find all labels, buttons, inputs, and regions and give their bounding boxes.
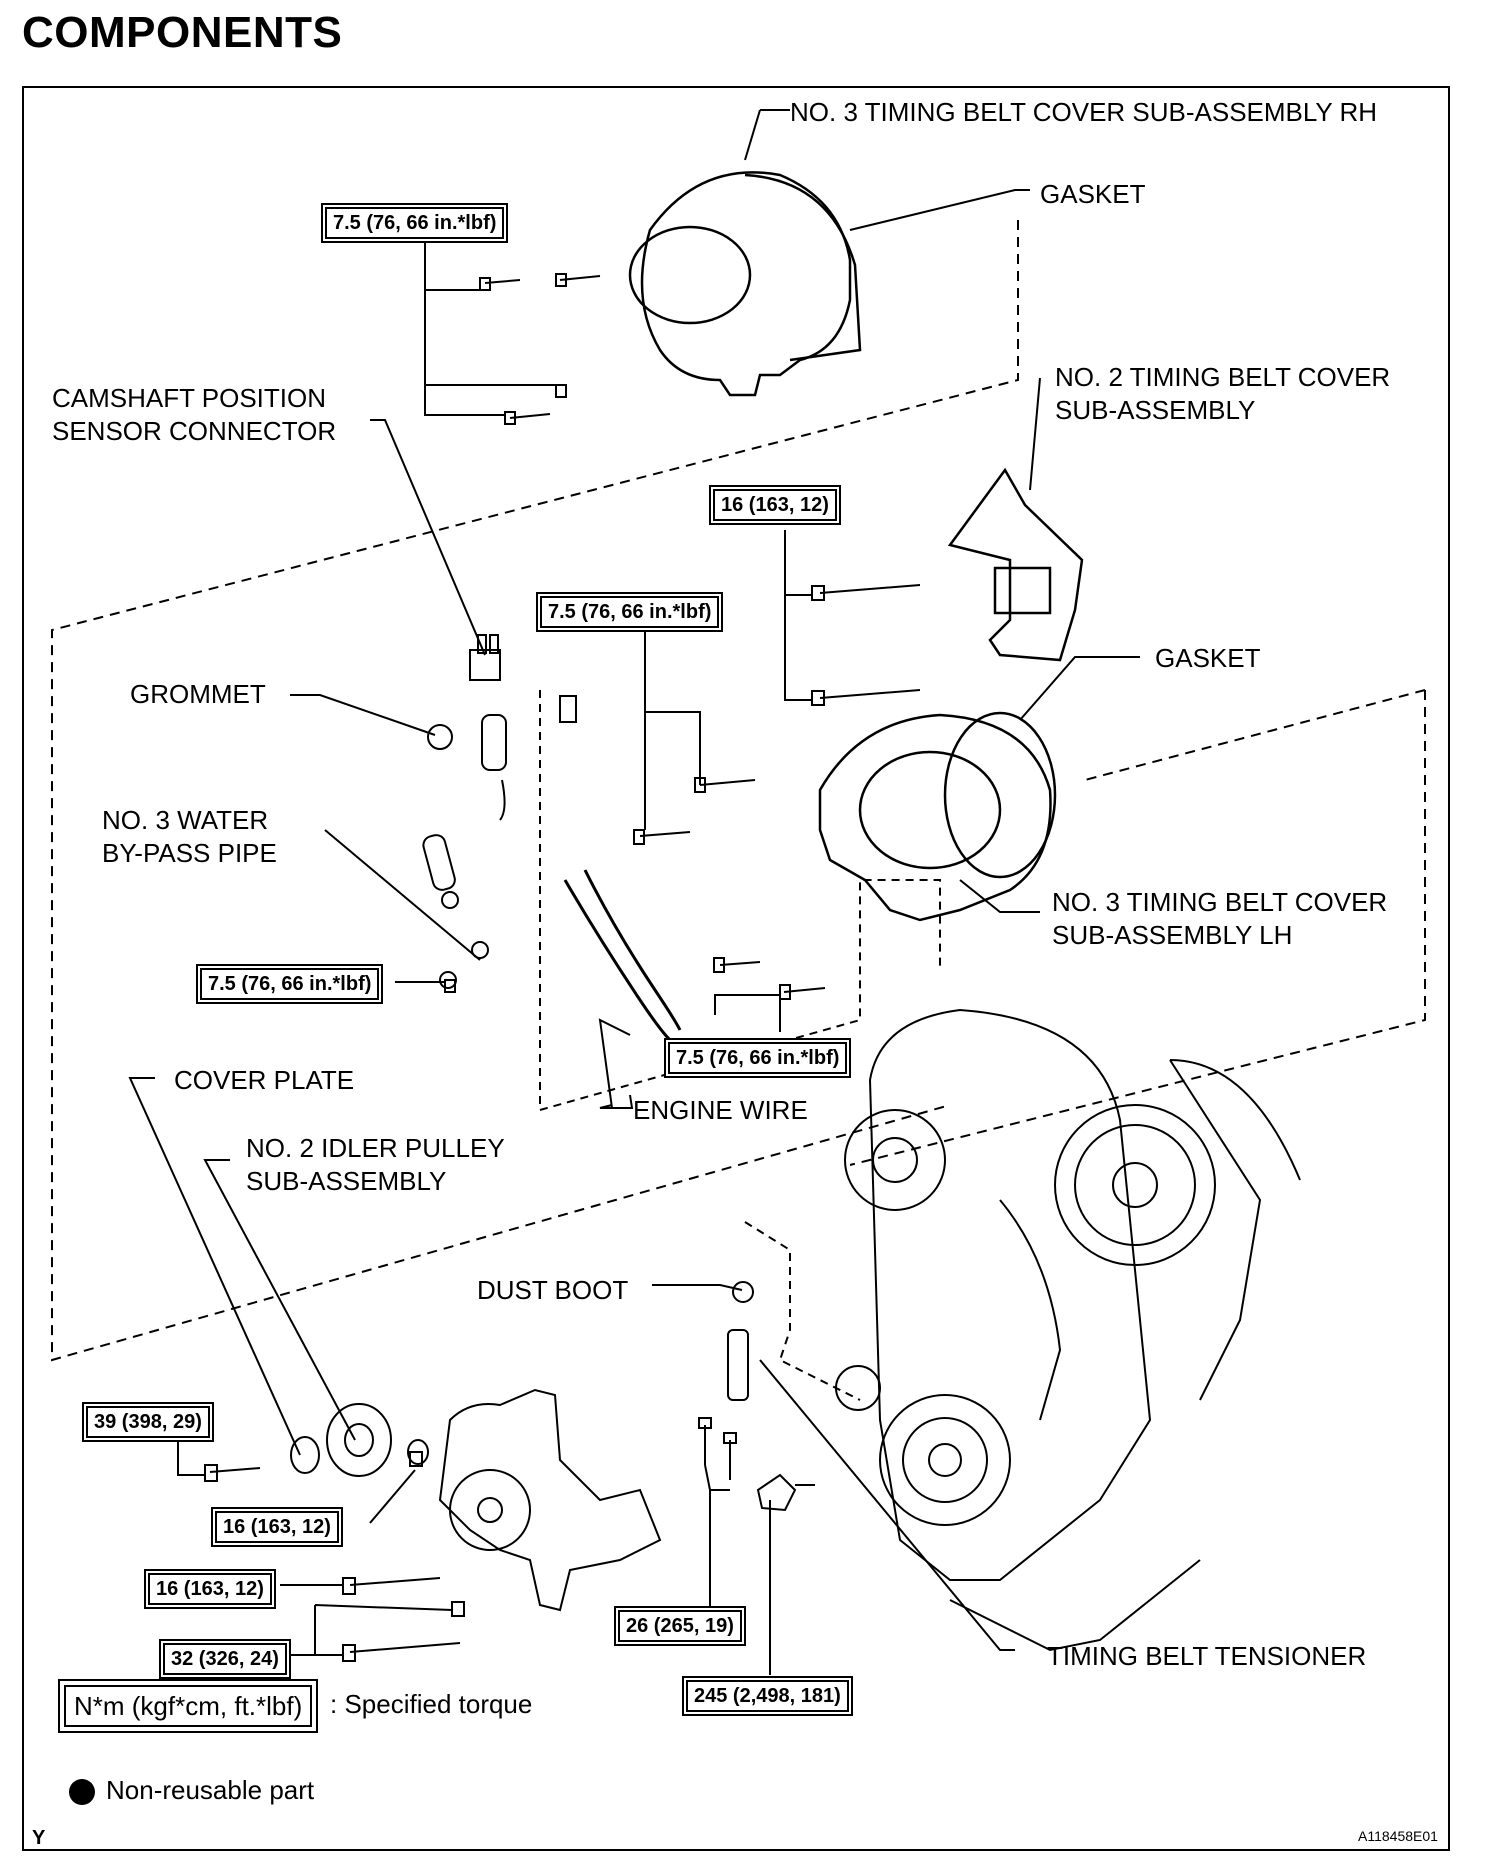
torque-spec: 7.5 (76, 66 in.*lbf) — [322, 205, 507, 241]
torque-spec: 32 (326, 24) — [161, 1641, 289, 1677]
label-engine-wire: ENGINE WIRE — [633, 1095, 808, 1125]
torque-spec: 26 (265, 19) — [616, 1608, 744, 1644]
dashed-plane-upper — [51, 220, 1019, 1362]
idler-bracket — [290, 1388, 662, 1612]
label-gasket-top: GASKET — [1040, 179, 1146, 209]
label-grommet: GROMMET — [130, 679, 266, 709]
label-idler-1: NO. 2 IDLER PULLEY — [246, 1133, 505, 1163]
legend-nonreusable: Non-reusable part — [106, 1775, 315, 1805]
label-cover2-2: SUB-ASSEMBLY — [1055, 395, 1256, 425]
timing-belt-cover-lh — [818, 711, 1057, 922]
dashed-bracket-center — [539, 690, 941, 1112]
leader-lines — [128, 109, 1140, 1675]
figure-id: A118458E01 — [1358, 1828, 1438, 1844]
torque-spec: 245 (2,498, 181) — [684, 1678, 851, 1714]
label-cover-plate: COVER PLATE — [174, 1065, 355, 1095]
legend-torque-unit: N*m (kgf*cm, ft.*lbf) — [64, 1685, 313, 1727]
torque-spec: 16 (163, 12) — [213, 1509, 341, 1545]
engine-wire — [563, 869, 682, 1042]
torque-spec: 7.5 (76, 66 in.*lbf) — [665, 1040, 850, 1076]
diagram-frame — [22, 86, 1450, 1851]
label-dust-boot: DUST BOOT — [477, 1275, 629, 1305]
label-cam-sensor-2: SENSOR CONNECTOR — [52, 416, 337, 446]
engine-block — [835, 1008, 1301, 1652]
dashed-plane-lower — [849, 689, 1426, 1166]
legend-torque-text: : Specified torque — [330, 1689, 533, 1719]
torque-spec: 16 (163, 12) — [146, 1571, 274, 1607]
small-parts — [422, 634, 797, 1512]
label-cam-sensor-1: CAMSHAFT POSITION — [52, 383, 326, 413]
dashed-tensioner — [744, 1221, 861, 1401]
timing-belt-cover-no2 — [947, 467, 1084, 662]
label-cover-lh-1: NO. 3 TIMING BELT COVER — [1052, 887, 1388, 917]
torque-spec: 16 (163, 12) — [711, 487, 839, 523]
label-cover2-1: NO. 2 TIMING BELT COVER — [1055, 362, 1391, 392]
footer-mark: Y — [32, 1827, 46, 1849]
torque-spec: 7.5 (76, 66 in.*lbf) — [537, 594, 722, 630]
non-reusable-dot — [69, 1779, 95, 1805]
label-tensioner: TIMING BELT TENSIONER — [1047, 1641, 1367, 1671]
page-title: COMPONENTS — [22, 8, 343, 57]
label-water-pipe-2: BY-PASS PIPE — [102, 838, 277, 868]
label-cover-lh-2: SUB-ASSEMBLY LH — [1052, 920, 1293, 950]
torque-spec: 7.5 (76, 66 in.*lbf) — [197, 966, 382, 1002]
label-cover-rh: NO. 3 TIMING BELT COVER SUB-ASSEMBLY RH — [790, 97, 1378, 127]
label-gasket-mid: GASKET — [1155, 643, 1261, 673]
torque-spec: 39 (398, 29) — [84, 1404, 212, 1440]
label-idler-2: SUB-ASSEMBLY — [246, 1166, 447, 1196]
timing-belt-cover-rh — [628, 171, 862, 397]
label-water-pipe-1: NO. 3 WATER — [102, 805, 269, 835]
